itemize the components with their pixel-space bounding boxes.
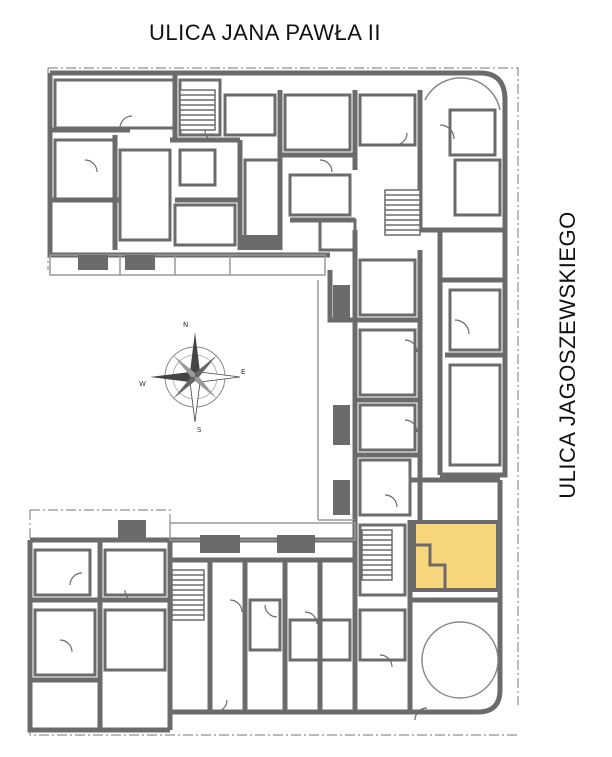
street-label-jana-pawla: ULICA JANA PAWŁA II	[148, 20, 382, 45]
south-balconies	[118, 520, 356, 553]
north-balconies	[49, 254, 326, 276]
east-interior	[358, 258, 417, 517]
stair-southeast	[361, 529, 393, 581]
stair-south	[171, 569, 205, 621]
stair-north-2	[384, 189, 421, 236]
compass-rose: N S E W	[139, 321, 245, 434]
south-interior	[33, 548, 352, 677]
compass-north-label: N	[183, 321, 188, 329]
north-wing	[47, 70, 508, 478]
door-swings	[59, 115, 470, 721]
site-circle-north	[424, 77, 501, 111]
north-interior	[53, 78, 502, 467]
south-wing	[27, 537, 355, 733]
highlighted-apartment[interactable]	[412, 520, 500, 592]
east-wing	[327, 250, 500, 520]
compass-east-label: E	[241, 368, 245, 376]
north-balcony-fills	[78, 235, 280, 270]
southeast-interior	[358, 523, 499, 699]
stair-north-1	[179, 89, 216, 131]
compass-south-label: S	[197, 426, 202, 434]
east-terrace-lines	[317, 280, 355, 521]
southeast-wing	[170, 480, 503, 715]
compass-west-label: W	[139, 380, 146, 388]
east-balcony-fills	[333, 285, 350, 515]
